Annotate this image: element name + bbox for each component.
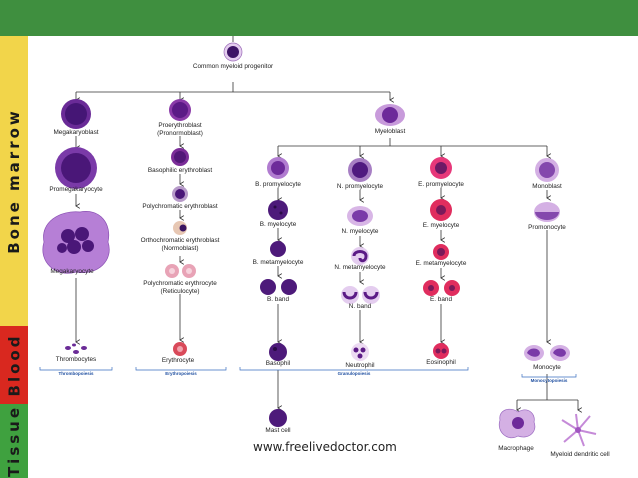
- macrophage: [498, 408, 536, 439]
- label-megakaryocyte: Megakaryocyte: [50, 268, 94, 275]
- label-b-metamyelocyte: B. metamyelocyte: [252, 259, 304, 266]
- promonocyte: [534, 202, 560, 222]
- label-monocyte: Monocyte: [533, 364, 561, 371]
- label-granulopoiesis: Granulopoiesis: [337, 371, 371, 376]
- e-myelocyte: [430, 199, 452, 221]
- mast-cell: [269, 409, 287, 427]
- label-megakaryoblast: Megakaryoblast: [53, 129, 99, 136]
- tissue-band: Tissue: [0, 404, 28, 478]
- proerythroblast: [169, 99, 191, 121]
- label-e-promyelocyte: E. promyelocyte: [418, 181, 464, 188]
- myeloid-dendritic-cell: [561, 413, 597, 447]
- e-metamyelocyte: [433, 244, 449, 260]
- label-eosinophil: Eosinophil: [426, 359, 456, 366]
- b-myelocyte: [268, 200, 288, 220]
- e-promyelocyte: [430, 157, 452, 179]
- label-thrombopoiesis: Thrombopoiesis: [58, 371, 94, 376]
- process-brackets: [39, 367, 577, 378]
- label-common-myeloid-progenitor: Common myeloid progenitor: [192, 63, 274, 70]
- myeloblast: [375, 104, 405, 126]
- bone-marrow-band: Bone marrow: [0, 36, 28, 326]
- n-band: [341, 286, 380, 304]
- b-promyelocyte: [267, 157, 289, 179]
- connector-lines: [76, 36, 578, 410]
- label-promonocyte: Promonocyte: [528, 224, 566, 231]
- label-neutrophil: Neutrophil: [345, 362, 375, 369]
- label-myeloid-dendritic-cell: Myeloid dendritic cell: [550, 451, 610, 458]
- label-n-band: N. band: [348, 303, 372, 310]
- label-b-promyelocyte: B. promyelocyte: [255, 181, 301, 188]
- eosinophil: [433, 343, 449, 359]
- e-band: [423, 280, 460, 296]
- thrombocytes: [65, 343, 87, 354]
- header-bar: [0, 0, 638, 36]
- label-orthochromatic-erythroblast: Orthochromatic erythroblast (Normoblast): [140, 237, 220, 252]
- erythrocyte: [173, 342, 187, 356]
- label-thrombocytes: Thrombocytes: [55, 356, 97, 363]
- label-polychromatic-erythroblast: Polychromatic erythroblast: [142, 203, 218, 210]
- label-b-myelocyte: B. myelocyte: [259, 221, 297, 228]
- blood-band: Blood: [0, 326, 28, 404]
- common-myeloid-progenitor: [223, 42, 243, 62]
- source-url: www.freelivedoctor.com: [253, 440, 397, 454]
- n-metamyelocyte: [351, 247, 369, 265]
- b-metamyelocyte: [270, 241, 286, 257]
- label-e-myelocyte: E. myelocyte: [422, 222, 460, 229]
- label-erythrocyte: Erythrocyte: [161, 357, 195, 364]
- label-e-band: E. band: [429, 296, 453, 303]
- orthochromatic-erythroblast: [173, 221, 187, 235]
- b-band: [260, 279, 297, 295]
- monocytes: [524, 345, 570, 361]
- label-proerythroblast: Proerythroblast (Pronormoblast): [157, 122, 203, 137]
- label-basophilic-erythroblast: Basophilic erythroblast: [147, 167, 213, 174]
- label-e-metamyelocyte: E. metamyelocyte: [415, 260, 467, 267]
- label-polychromatic-erythrocyte: Polychromatic erythrocyte (Reticulocyte): [143, 280, 217, 295]
- n-promyelocyte: [348, 158, 372, 182]
- promegakaryocyte: [55, 147, 97, 189]
- basophilic-erythroblast: [171, 148, 189, 166]
- label-n-metamyelocyte: N. metamyelocyte: [334, 264, 386, 271]
- label-mast-cell: Mast cell: [265, 427, 291, 434]
- neutrophil: [351, 343, 369, 361]
- label-monoblast: Monoblast: [532, 183, 562, 190]
- label-basophil: Basophil: [265, 360, 291, 367]
- label-n-myelocyte: N. myelocyte: [341, 228, 379, 235]
- megakaryocyte: [42, 211, 110, 274]
- n-myelocyte: [347, 206, 373, 226]
- polychromatic-erythrocytes: [165, 264, 196, 278]
- label-b-band: B. band: [266, 296, 290, 303]
- label-monocytopoiesis: Monocytopoiesis: [530, 378, 568, 383]
- label-erythropoiesis: Erythropoiesis: [165, 371, 197, 376]
- label-macrophage: Macrophage: [498, 445, 534, 452]
- label-promegakaryocyte: Promegakaryocyte: [49, 186, 103, 193]
- polychromatic-erythroblast: [172, 186, 188, 202]
- label-n-promyelocyte: N. promyelocyte: [336, 183, 384, 190]
- label-myeloblast: Myeloblast: [374, 128, 406, 135]
- basophil: [269, 343, 287, 361]
- monoblast: [535, 158, 559, 182]
- megakaryoblast: [61, 99, 91, 129]
